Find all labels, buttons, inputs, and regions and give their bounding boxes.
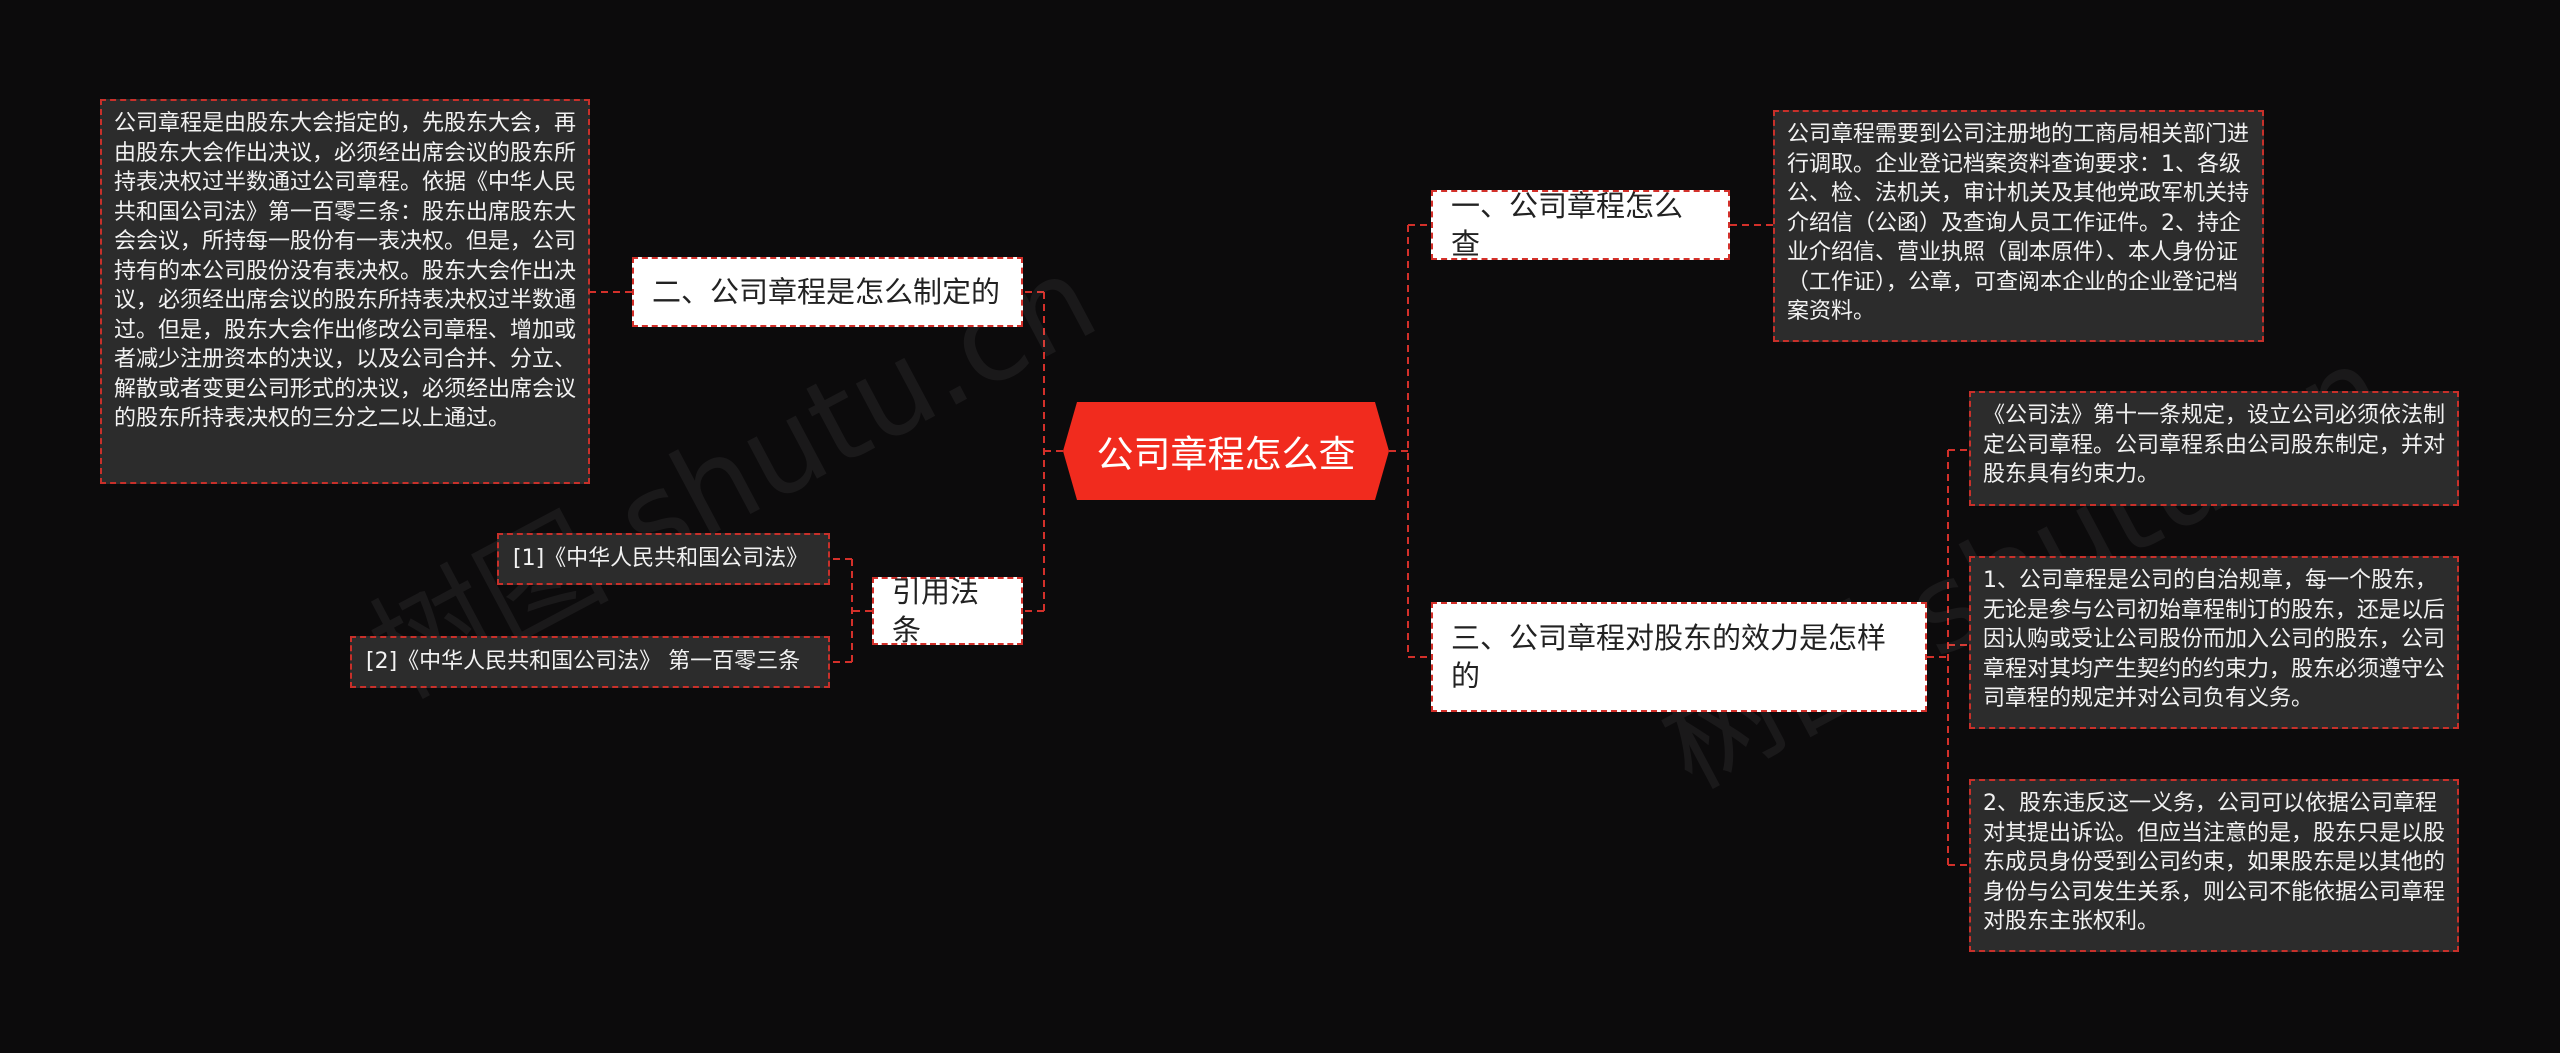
- branch-label: 一、公司章程怎么查: [1451, 189, 1684, 261]
- center-topic-label: 公司章程怎么查: [1096, 433, 1356, 476]
- leaf-text: [2]《中华人民共和国公司法》 第一百零三条: [366, 649, 801, 675]
- branch-how-to-check[interactable]: 一、公司章程怎么查: [1431, 189, 1730, 261]
- center-topic[interactable]: 公司章程怎么查: [1063, 402, 1389, 500]
- branch-label: 三、公司章程对股东的效力是怎样的: [1451, 621, 1887, 693]
- leaf-law-reference-2[interactable]: [2]《中华人民共和国公司法》 第一百零三条: [350, 636, 830, 688]
- leaf-text: [1]《中华人民共和国公司法》: [513, 546, 809, 572]
- branch-effect-on-shareholders[interactable]: 三、公司章程对股东的效力是怎样的: [1431, 602, 1927, 712]
- leaf-text: 《公司法》第十一条规定，设立公司必须依法制定公司章程。公司章程系由公司股东制定，…: [1983, 403, 2446, 487]
- leaf-text: 2、股东违反这一义务，公司可以依据公司章程对其提出诉讼。但应当注意的是，股东只是…: [1983, 791, 2446, 934]
- leaf-check-procedure[interactable]: 公司章程需要到公司注册地的工商局相关部门进行调取。企业登记档案资料查询要求：1、…: [1773, 110, 2264, 342]
- leaf-text: 公司章程需要到公司注册地的工商局相关部门进行调取。企业登记档案资料查询要求：1、…: [1787, 122, 2250, 324]
- leaf-law-reference-1[interactable]: [1]《中华人民共和国公司法》: [497, 533, 830, 585]
- leaf-formulation-detail[interactable]: 公司章程是由股东大会指定的，先股东大会，再由股东大会作出决议，必须经出席会议的股…: [100, 99, 590, 484]
- leaf-text: 1、公司章程是公司的自治规章，每一个股东，无论是参与公司初始章程制订的股东，还是…: [1983, 568, 2446, 711]
- branch-cited-laws[interactable]: 引用法条: [872, 575, 1023, 647]
- leaf-contract-effect[interactable]: 1、公司章程是公司的自治规章，每一个股东，无论是参与公司初始章程制订的股东，还是…: [1969, 556, 2459, 729]
- branch-how-formulated[interactable]: 二、公司章程是怎么制定的: [632, 257, 1023, 327]
- leaf-litigation[interactable]: 2、股东违反这一义务，公司可以依据公司章程对其提出诉讼。但应当注意的是，股东只是…: [1969, 779, 2459, 952]
- leaf-article-eleven[interactable]: 《公司法》第十一条规定，设立公司必须依法制定公司章程。公司章程系由公司股东制定，…: [1969, 391, 2459, 506]
- branch-label: 引用法条: [892, 575, 980, 647]
- leaf-text: 公司章程是由股东大会指定的，先股东大会，再由股东大会作出决议，必须经出席会议的股…: [114, 111, 577, 431]
- branch-label: 二、公司章程是怎么制定的: [652, 275, 1001, 309]
